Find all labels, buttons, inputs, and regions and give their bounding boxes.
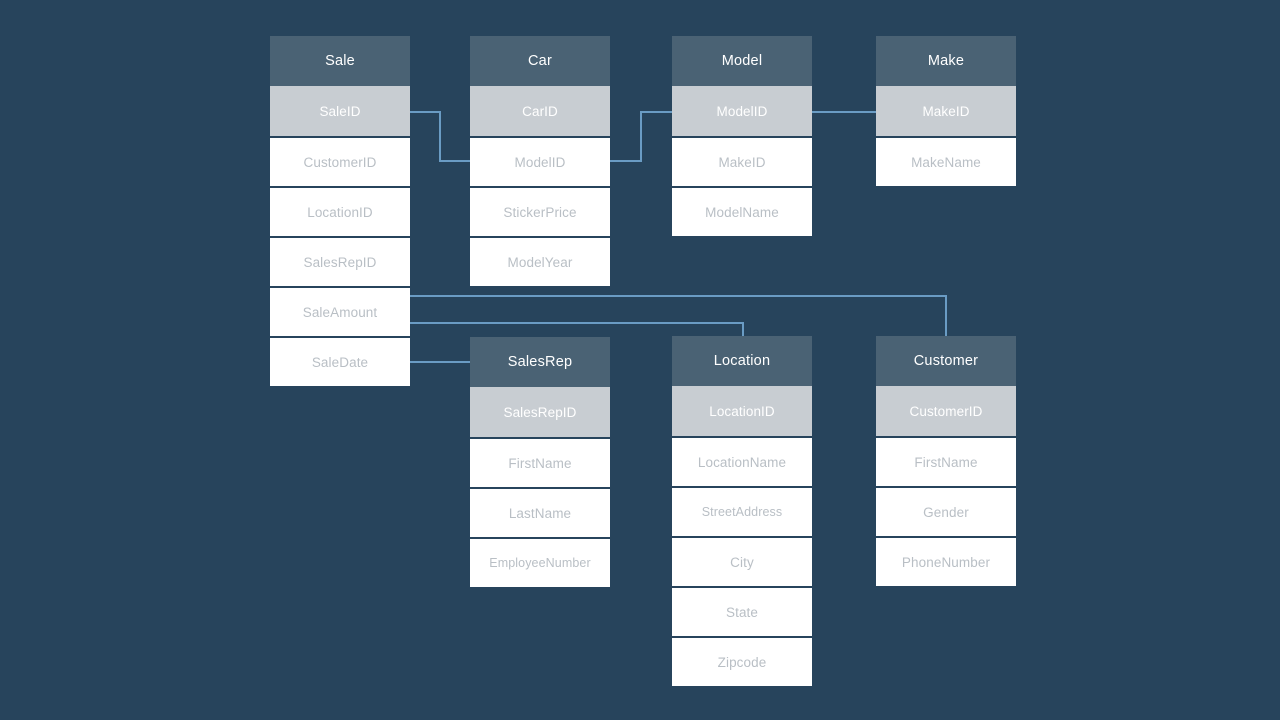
field-salesrepid[interactable]: SalesRepID: [270, 236, 410, 286]
connector-sale-to-car: [404, 111, 470, 162]
field-saleamount[interactable]: SaleAmount: [270, 286, 410, 336]
table-title-customer: Customer: [876, 336, 1016, 386]
connector-car-to-model: [610, 111, 672, 162]
field-zipcode[interactable]: Zipcode: [672, 636, 812, 686]
primary-key-field-salesrepid[interactable]: SalesRepID: [470, 387, 610, 437]
table-title-sale: Sale: [270, 36, 410, 86]
table-title-salesrep: SalesRep: [470, 337, 610, 387]
primary-key-field-saleid[interactable]: SaleID: [270, 86, 410, 136]
primary-key-field-modelid[interactable]: ModelID: [672, 86, 812, 136]
field-streetaddress[interactable]: StreetAddress: [672, 486, 812, 536]
field-firstname[interactable]: FirstName: [470, 437, 610, 487]
field-city[interactable]: City: [672, 536, 812, 586]
field-modelname[interactable]: ModelName: [672, 186, 812, 236]
primary-key-field-locationid[interactable]: LocationID: [672, 386, 812, 436]
field-locationid[interactable]: LocationID: [270, 186, 410, 236]
field-employeenumber[interactable]: EmployeeNumber: [470, 537, 610, 587]
field-locationname[interactable]: LocationName: [672, 436, 812, 486]
field-stickerprice[interactable]: StickerPrice: [470, 186, 610, 236]
table-title-make: Make: [876, 36, 1016, 86]
field-firstname[interactable]: FirstName: [876, 436, 1016, 486]
table-title-location: Location: [672, 336, 812, 386]
primary-key-field-makeid[interactable]: MakeID: [876, 86, 1016, 136]
table-title-car: Car: [470, 36, 610, 86]
primary-key-field-customerid[interactable]: CustomerID: [876, 386, 1016, 436]
table-title-model: Model: [672, 36, 812, 86]
field-state[interactable]: State: [672, 586, 812, 636]
field-modelyear[interactable]: ModelYear: [470, 236, 610, 286]
connector-sale-to-customer: [410, 295, 947, 336]
field-modelid[interactable]: ModelID: [470, 136, 610, 186]
field-saledate[interactable]: SaleDate: [270, 336, 410, 386]
field-makeid[interactable]: MakeID: [672, 136, 812, 186]
field-lastname[interactable]: LastName: [470, 487, 610, 537]
primary-key-field-carid[interactable]: CarID: [470, 86, 610, 136]
field-customerid[interactable]: CustomerID: [270, 136, 410, 186]
field-phonenumber[interactable]: PhoneNumber: [876, 536, 1016, 586]
field-gender[interactable]: Gender: [876, 486, 1016, 536]
field-makename[interactable]: MakeName: [876, 136, 1016, 186]
connector-sale-to-location: [410, 322, 744, 336]
